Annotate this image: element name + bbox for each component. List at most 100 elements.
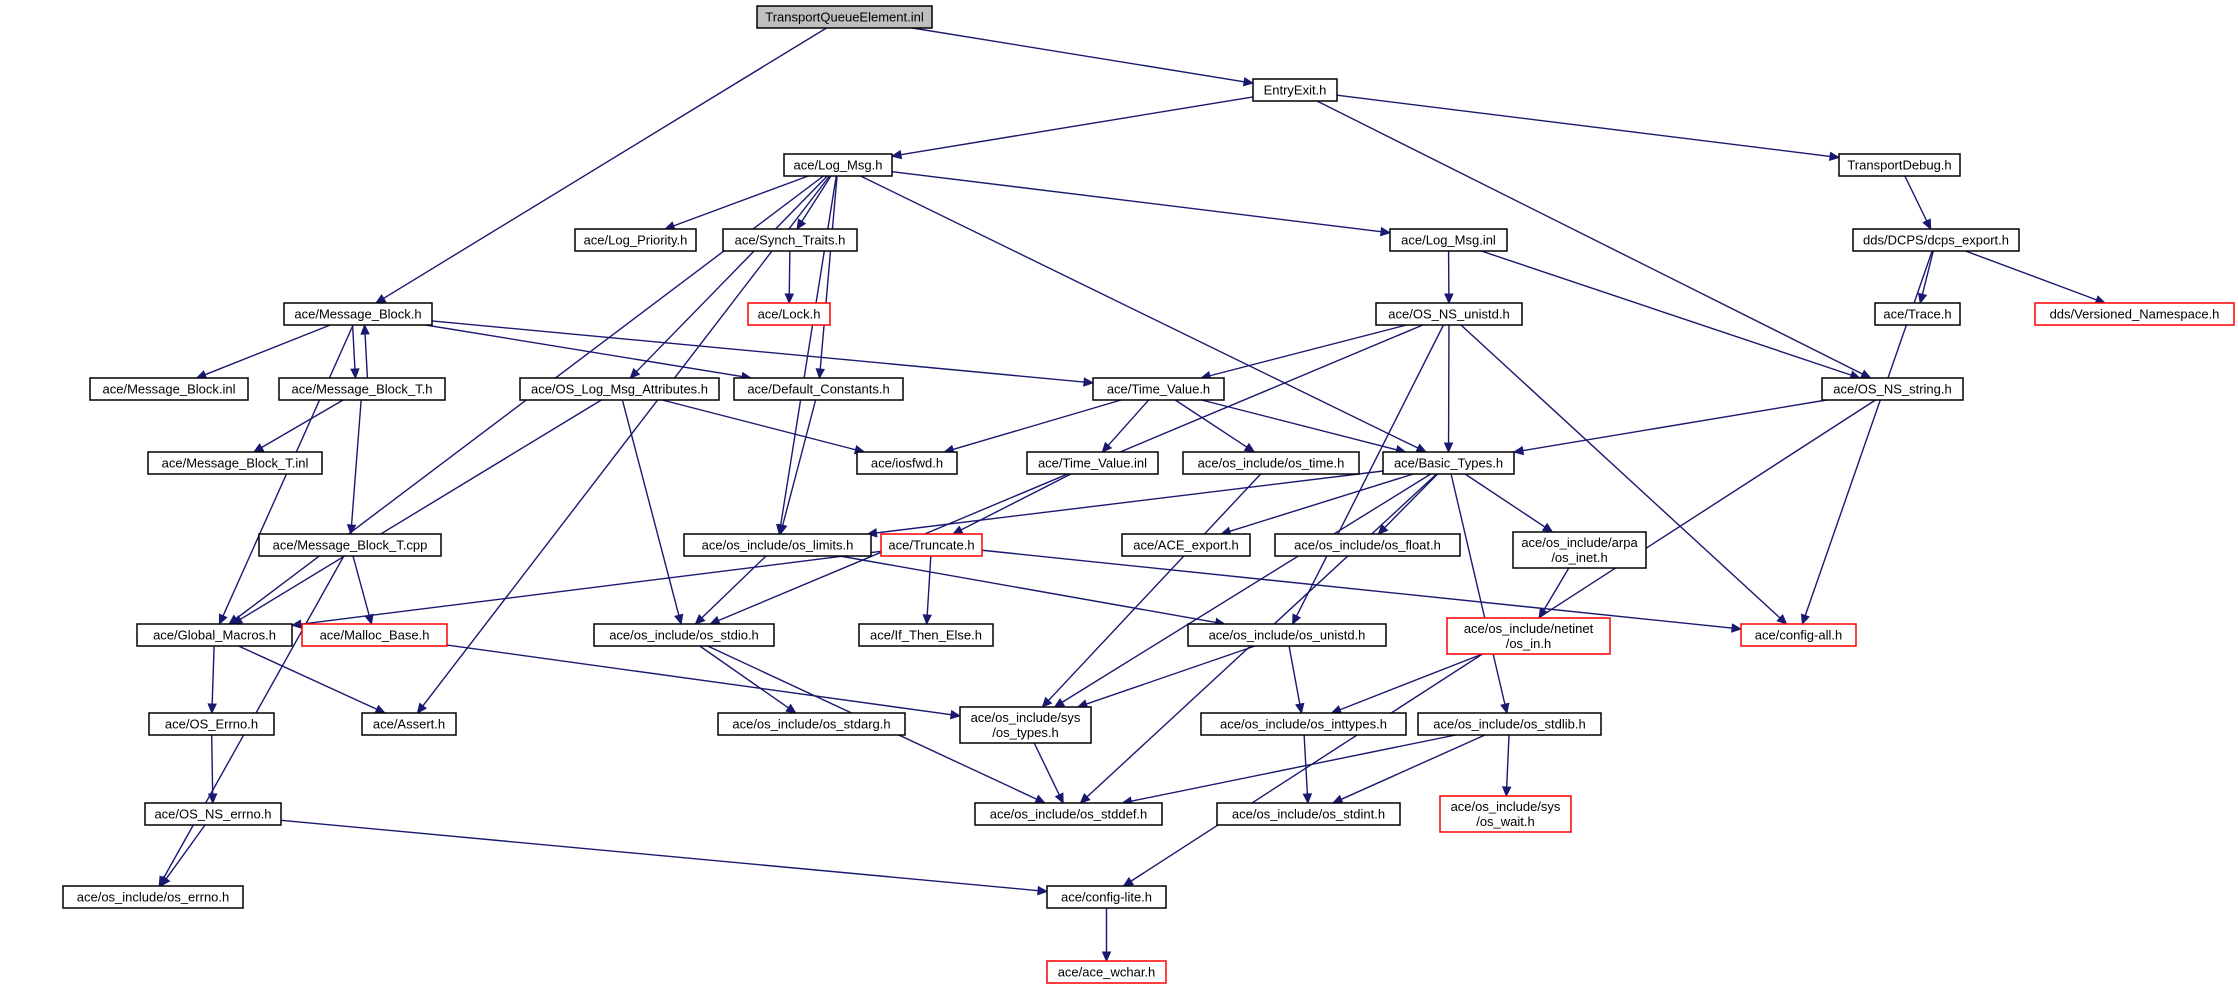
node-entry[interactable]: EntryExit.h	[1252, 78, 1338, 102]
node-label: ace/Message_Block_T.inl	[162, 456, 309, 471]
edge-synch-to-lock	[784, 250, 795, 305]
node-dcpsexport[interactable]: dds/DCPS/dcps_export.h	[1852, 228, 2020, 252]
node-box	[1252, 78, 1338, 102]
node-osstdarg[interactable]: ace/os_include/os_stdarg.h	[717, 712, 906, 736]
node-configall[interactable]: ace/config-all.h	[1740, 623, 1857, 647]
edge-entry-to-tdebug	[1336, 94, 1841, 162]
node-box	[1187, 623, 1387, 647]
node-osstddef[interactable]: ace/os_include/os_stddef.h	[974, 802, 1163, 826]
node-box	[1121, 533, 1251, 557]
node-label: ace/Basic_Types.h	[1394, 456, 1503, 471]
edge-tqe-to-entry	[912, 27, 1255, 87]
node-aceexport[interactable]: ace/ACE_export.h	[1121, 533, 1251, 557]
node-oserrnoh[interactable]: ace/os_include/os_errno.h	[62, 885, 244, 909]
node-label: ace/OS_NS_errno.h	[154, 807, 271, 822]
node-label: ace/OS_Errno.h	[165, 717, 258, 732]
node-label: ace/os_include/os_stdio.h	[609, 628, 759, 643]
edge-osnsunistd-to-osunistd	[1291, 324, 1445, 626]
node-box	[148, 712, 275, 736]
node-oswait[interactable]: ace/os_include/sys/os_wait.h	[1439, 795, 1572, 833]
node-label: ace/Trace.h	[1883, 307, 1951, 322]
node-osunistd[interactable]: ace/os_include/os_unistd.h	[1187, 623, 1387, 647]
edge-timevalue-to-ostime	[1174, 399, 1256, 453]
node-lock[interactable]: ace/Lock.h	[747, 302, 831, 326]
node-ifthenelse[interactable]: ace/If_Then_Else.h	[858, 623, 994, 647]
node-label: ace/os_include/os_inttypes.h	[1220, 717, 1387, 732]
node-label: ace/Time_Value.h	[1107, 382, 1210, 397]
node-oserrno[interactable]: ace/OS_Errno.h	[148, 712, 275, 736]
node-box	[144, 802, 282, 826]
node-synch[interactable]: ace/Synch_Traits.h	[722, 228, 858, 252]
node-oslimits[interactable]: ace/os_include/os_limits.h	[683, 533, 872, 557]
node-box	[1382, 451, 1515, 475]
node-osstdint[interactable]: ace/os_include/os_stdint.h	[1216, 802, 1401, 826]
node-tqe[interactable]: TransportQueueElement.inl	[756, 5, 933, 29]
node-msgblockt[interactable]: ace/Message_Block_T.h	[278, 377, 446, 401]
node-box	[1874, 302, 1961, 326]
node-label: ace/If_Then_Else.h	[870, 628, 982, 643]
node-osinet[interactable]: ace/os_include/arpa/os_inet.h	[1512, 531, 1647, 569]
node-label: ace/os_include/netinet	[1464, 621, 1594, 636]
node-truncate[interactable]: ace/Truncate.h	[880, 533, 983, 557]
edge-logmsg-to-basictypes	[860, 175, 1428, 453]
node-osstdio[interactable]: ace/os_include/os_stdio.h	[593, 623, 775, 647]
edge-osunistd-to-systypes	[1076, 645, 1256, 709]
edge-oslogattr-to-globalmacros	[231, 399, 602, 625]
edge-configlite-to-acewchar	[1101, 908, 1112, 963]
node-oslogattr[interactable]: ace/OS_Log_Msg_Attributes.h	[519, 377, 720, 401]
node-box	[733, 377, 904, 401]
node-label: ace/ACE_export.h	[1133, 538, 1239, 553]
node-label: ace/Default_Constants.h	[747, 382, 889, 397]
node-msgblockinl[interactable]: ace/Message_Block.inl	[89, 377, 249, 401]
node-osnsstring[interactable]: ace/OS_NS_string.h	[1821, 377, 1964, 401]
node-trace[interactable]: ace/Trace.h	[1874, 302, 1961, 326]
node-versioned[interactable]: dds/Versioned_Namespace.h	[2034, 302, 2235, 326]
node-box	[717, 712, 906, 736]
node-acewchar[interactable]: ace/ace_wchar.h	[1046, 960, 1167, 984]
node-msgblock[interactable]: ace/Message_Block.h	[283, 302, 433, 326]
node-mallocbase[interactable]: ace/Malloc_Base.h	[301, 623, 448, 647]
edge-truncate-to-configall	[981, 549, 1743, 633]
node-label: ace/Truncate.h	[888, 538, 974, 553]
edge-msgblock-to-msgblockinl	[195, 324, 331, 379]
node-systypes[interactable]: ace/os_include/sys/os_types.h	[959, 706, 1092, 744]
node-label: ace/OS_NS_unistd.h	[1388, 307, 1509, 322]
node-configlite[interactable]: ace/config-lite.h	[1046, 885, 1167, 909]
node-box	[1446, 617, 1611, 655]
node-timevalueinl[interactable]: ace/Time_Value.inl	[1026, 451, 1159, 475]
node-assert[interactable]: ace/Assert.h	[361, 712, 457, 736]
node-basictypes[interactable]: ace/Basic_Types.h	[1382, 451, 1515, 475]
node-osin[interactable]: ace/os_include/netinet/os_in.h	[1446, 617, 1611, 655]
node-logmsg[interactable]: ace/Log_Msg.h	[783, 153, 893, 177]
node-osstdlib[interactable]: ace/os_include/os_stdlib.h	[1417, 712, 1602, 736]
node-logmsginl[interactable]: ace/Log_Msg.inl	[1389, 228, 1508, 252]
edge-logmsg-to-synch	[796, 175, 832, 231]
node-tdebug[interactable]: TransportDebug.h	[1838, 153, 1961, 177]
node-timevalue[interactable]: ace/Time_Value.h	[1092, 377, 1225, 401]
node-label: ace/os_include/os_time.h	[1198, 456, 1345, 471]
node-box	[1821, 377, 1964, 401]
node-msgblocktcpp[interactable]: ace/Message_Block_T.cpp	[258, 533, 442, 557]
node-ostime[interactable]: ace/os_include/os_time.h	[1182, 451, 1360, 475]
node-defconst[interactable]: ace/Default_Constants.h	[733, 377, 904, 401]
edge-osnsunistd-to-configall	[1460, 324, 1788, 625]
node-box	[1417, 712, 1602, 736]
node-label: ace/OS_NS_string.h	[1833, 382, 1952, 397]
node-label: ace/Global_Macros.h	[153, 628, 276, 643]
node-iosfwd[interactable]: ace/iosfwd.h	[856, 451, 958, 475]
node-logprio[interactable]: ace/Log_Priority.h	[574, 228, 697, 252]
node-osinttypes[interactable]: ace/os_include/os_inttypes.h	[1200, 712, 1407, 736]
node-label: ace/Message_Block.h	[294, 307, 421, 322]
node-osnserrno[interactable]: ace/OS_NS_errno.h	[144, 802, 282, 826]
node-box	[1026, 451, 1159, 475]
node-msgblocktinl[interactable]: ace/Message_Block_T.inl	[147, 451, 323, 475]
node-osnsunistd[interactable]: ace/OS_NS_unistd.h	[1375, 302, 1523, 326]
node-osfloat[interactable]: ace/os_include/os_float.h	[1274, 533, 1461, 557]
edge-osnsunistd-to-basictypes	[1443, 324, 1454, 454]
node-globalmacros[interactable]: ace/Global_Macros.h	[136, 623, 293, 647]
node-label: ace/os_include/os_stdlib.h	[1433, 717, 1586, 732]
edge-oslimits-to-osunistd	[839, 555, 1226, 628]
edge-osinttypes-to-osstdint	[1302, 734, 1313, 805]
